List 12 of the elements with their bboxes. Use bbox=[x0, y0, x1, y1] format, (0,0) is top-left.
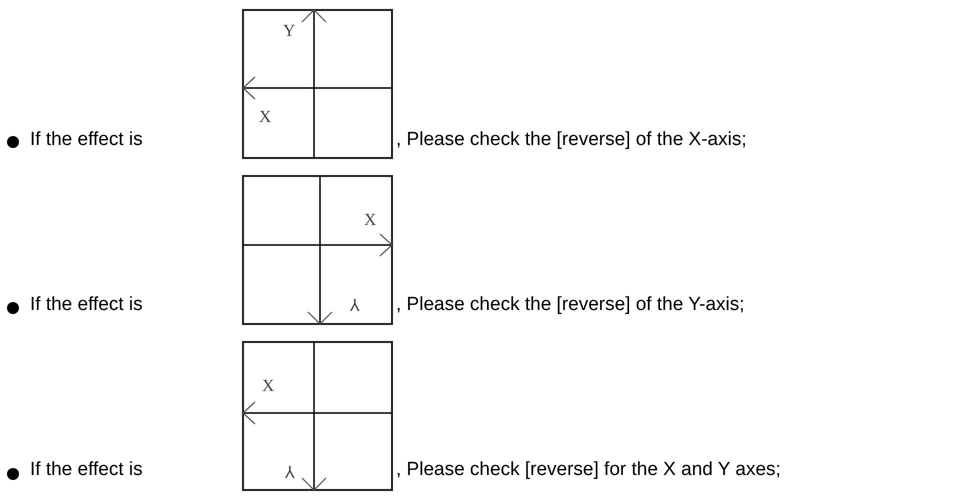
axis-label: X bbox=[259, 108, 272, 126]
axis-label: ⅄ bbox=[350, 297, 360, 315]
axis-label: ⅄ bbox=[285, 464, 295, 482]
instruction-text: If the effect is bbox=[30, 459, 143, 481]
axis-label: Y bbox=[283, 22, 296, 40]
axis-label: X bbox=[364, 211, 376, 229]
instruction-text: If the effect is bbox=[30, 294, 143, 316]
instruction-text: , Please check the [reverse] of the Y-axis; bbox=[396, 294, 745, 316]
instruction-text: , Please check [reverse] for the X and Y axes; bbox=[396, 459, 781, 481]
axis-label: X bbox=[262, 377, 274, 395]
instruction-text: , Please check the [reverse] of the X-axis; bbox=[396, 129, 747, 151]
instruction-text: If the effect is bbox=[30, 129, 143, 151]
